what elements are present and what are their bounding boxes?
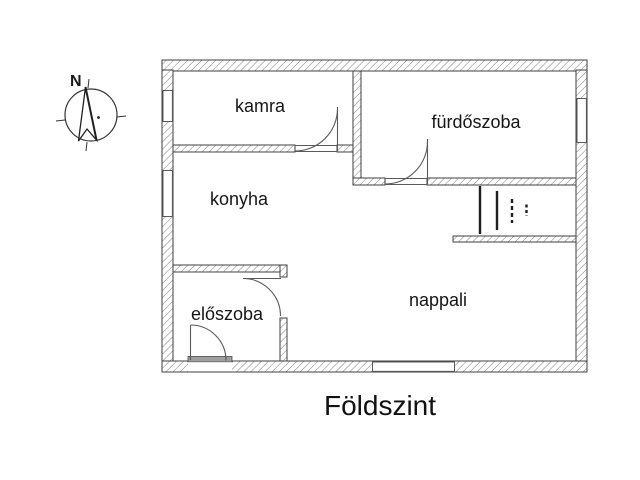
north-arrow-edge <box>84 86 98 141</box>
wall-kamra-bottom <box>172 144 296 153</box>
doors <box>187 107 429 372</box>
window-furdoszoba <box>576 98 587 143</box>
door-kamra <box>294 107 339 152</box>
wall-stair-niche-bottom <box>452 235 577 243</box>
wall-eloszoba-right-lower <box>279 317 288 362</box>
room-label-furdoszoba: fürdőszoba <box>431 112 521 132</box>
compass-center-dot <box>97 116 100 119</box>
door-entrance-threshold <box>187 356 233 363</box>
compass-ticks <box>55 78 127 152</box>
room-label-eloszoba: előszoba <box>191 304 264 324</box>
compass: N <box>55 73 127 152</box>
window-kamra <box>162 90 173 122</box>
wall-eloszoba-top <box>172 264 288 273</box>
windows <box>162 90 587 372</box>
door-eloszoba-arc <box>242 277 282 317</box>
door-entrance-gap <box>188 362 232 372</box>
interior-walls <box>172 70 577 362</box>
door-furdoszoba-arc <box>384 140 429 185</box>
room-labels: kamra fürdőszoba konyha előszoba nappali <box>191 96 522 324</box>
room-label-konyha: konyha <box>210 189 269 209</box>
room-label-kamra: kamra <box>235 96 286 116</box>
wall-bath-bottom-right <box>426 177 577 186</box>
wall-kamra-bottom-stub <box>336 144 354 153</box>
wall-eloszoba-right-upper <box>279 264 288 278</box>
window-konyha <box>162 170 173 217</box>
door-furdoszoba <box>384 139 429 185</box>
door-kamra-arc <box>294 108 339 152</box>
floor-title: Földszint <box>324 390 436 421</box>
compass-north-label: N <box>70 73 82 90</box>
outer-walls <box>161 59 588 373</box>
compass-circle <box>64 88 118 142</box>
wall-kamra-bath-divider <box>352 70 362 186</box>
door-eloszoba <box>242 277 282 317</box>
wall-top <box>161 59 588 72</box>
room-label-nappali: nappali <box>409 290 467 310</box>
window-nappali <box>372 361 455 372</box>
wall-bath-bottom-left <box>352 177 386 186</box>
staircase <box>478 186 528 234</box>
door-entrance-arc <box>190 324 227 361</box>
door-entrance <box>187 324 233 372</box>
